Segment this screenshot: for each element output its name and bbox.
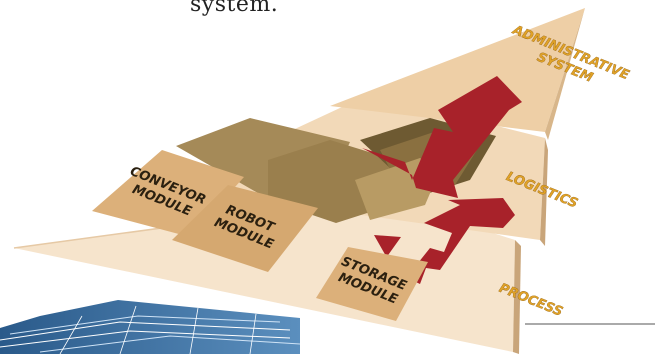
arrow-admin-logistics	[362, 76, 522, 198]
robot-module-box	[172, 185, 318, 272]
layer-side-shade-2	[540, 138, 548, 246]
administrative-layer	[330, 8, 585, 132]
blueprint-image	[0, 300, 301, 354]
arrow-logistics-process	[374, 198, 515, 284]
layer-side-shade-3	[513, 240, 521, 354]
block-center	[268, 140, 395, 223]
storage-module-box	[316, 247, 428, 321]
caption-text: system.	[190, 0, 279, 17]
layer-side-shade	[545, 8, 585, 140]
